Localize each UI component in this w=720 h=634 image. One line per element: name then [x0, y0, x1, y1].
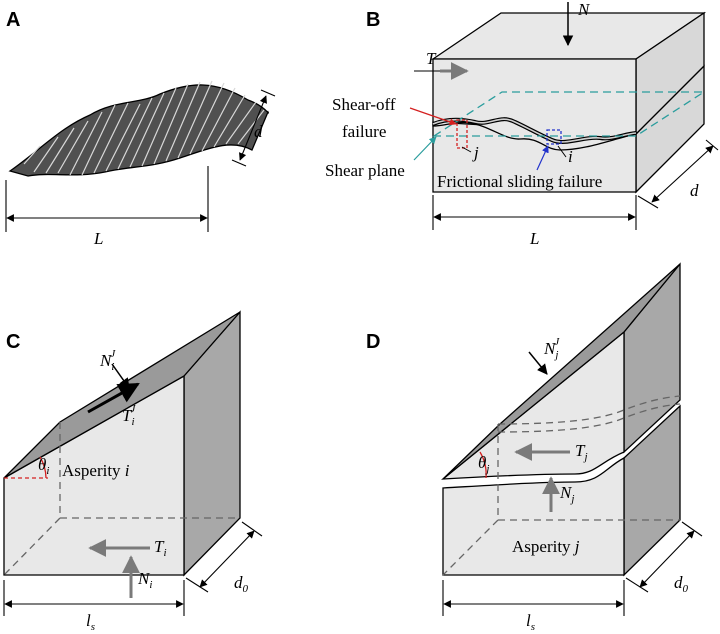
dim-tick-a-d1 [260, 89, 276, 97]
label-b-depth: d [690, 181, 699, 200]
leader-j-b [461, 146, 472, 153]
dim-tick-b-d2 [705, 139, 719, 151]
hidden-curve-d2 [497, 403, 681, 433]
label-shear-force-b: T [426, 49, 437, 68]
dim-tick-a-d2 [231, 159, 247, 167]
angle-arc-d [479, 451, 487, 479]
dim-b-depth [651, 145, 714, 203]
joint-profile-b-inner [432, 118, 637, 143]
label-shear-plane: Shear plane [325, 161, 405, 180]
sliding-box [546, 129, 562, 145]
label-c-length: ls [86, 611, 95, 633]
label-d-depth: d0 [674, 573, 689, 595]
label-asperity-d: Asperity j [512, 537, 580, 556]
label-force-n-c: Ni [137, 569, 152, 591]
label-force-t-d: Tj [575, 441, 588, 463]
wedge-d-slope-face [442, 263, 681, 480]
angle-arc-c [39, 456, 47, 479]
hidden-edge-d3 [442, 519, 499, 576]
label-d-length: ls [526, 611, 535, 633]
label-normal-c: NiJ [99, 348, 116, 373]
panel-c: C θi NiJ TiJ Asperity i Ti Ni d0 [3, 310, 263, 633]
dim-tick-d-d1 [625, 577, 649, 593]
dim-tick-c-d1 [185, 577, 209, 593]
arrow-normal-d [528, 351, 548, 375]
panel-b: B N T Shear-off failure j i Shear plane [325, 0, 719, 248]
dim-d-depth [639, 530, 695, 588]
panel-label-a: A [6, 9, 20, 31]
dim-tick-c-d2 [241, 521, 263, 537]
leader-i-b [557, 145, 567, 158]
label-tangential-c: TiJ [122, 403, 137, 428]
hidden-curve-d1 [497, 395, 681, 425]
shear-off-box [456, 119, 468, 149]
arrow-shear-off [409, 107, 457, 126]
panel-label-b: B [366, 9, 380, 31]
label-force-t-c: Ti [154, 537, 167, 559]
label-asperity-c: Asperity i [62, 461, 130, 480]
label-angle-c: θi [38, 455, 49, 477]
label-force-n-d: Nj [559, 483, 574, 505]
label-c-depth: d0 [234, 573, 249, 595]
panel-label-c: C [6, 331, 20, 353]
dim-tick-b-d1 [637, 195, 659, 209]
label-a-depth: d [254, 122, 263, 141]
label-b-length: L [529, 229, 539, 248]
dim-c-depth [199, 530, 255, 588]
panel-d: D θj NjJ Tj Nj Asperity j d0 [366, 262, 703, 633]
label-shear-off-line1: Shear-off [332, 95, 396, 114]
label-shear-off-line2: failure [342, 122, 386, 141]
shear-plane-b [431, 91, 707, 137]
label-angle-d: θj [478, 453, 489, 475]
label-normal-force-b: N [577, 0, 591, 19]
dim-tick-d-d2 [681, 521, 703, 537]
dim-a-depth [239, 95, 267, 161]
arrow-tangential-c [87, 382, 140, 414]
panel-a: A d [5, 9, 276, 248]
label-asperity-j-b: j [472, 143, 479, 162]
arrow-frictional [536, 145, 549, 171]
arrow-shear-plane [413, 136, 437, 161]
label-normal-d: NjJ [543, 336, 560, 361]
label-frictional-sliding: Frictional sliding failure [437, 172, 602, 191]
panel-label-d: D [366, 331, 380, 353]
label-a-length: L [93, 229, 103, 248]
hidden-edge-c3 [3, 517, 61, 576]
label-asperity-i-b: i [568, 147, 573, 166]
surface-ridges-a [23, 80, 265, 176]
wedge-d-lower-front-face [442, 456, 625, 576]
